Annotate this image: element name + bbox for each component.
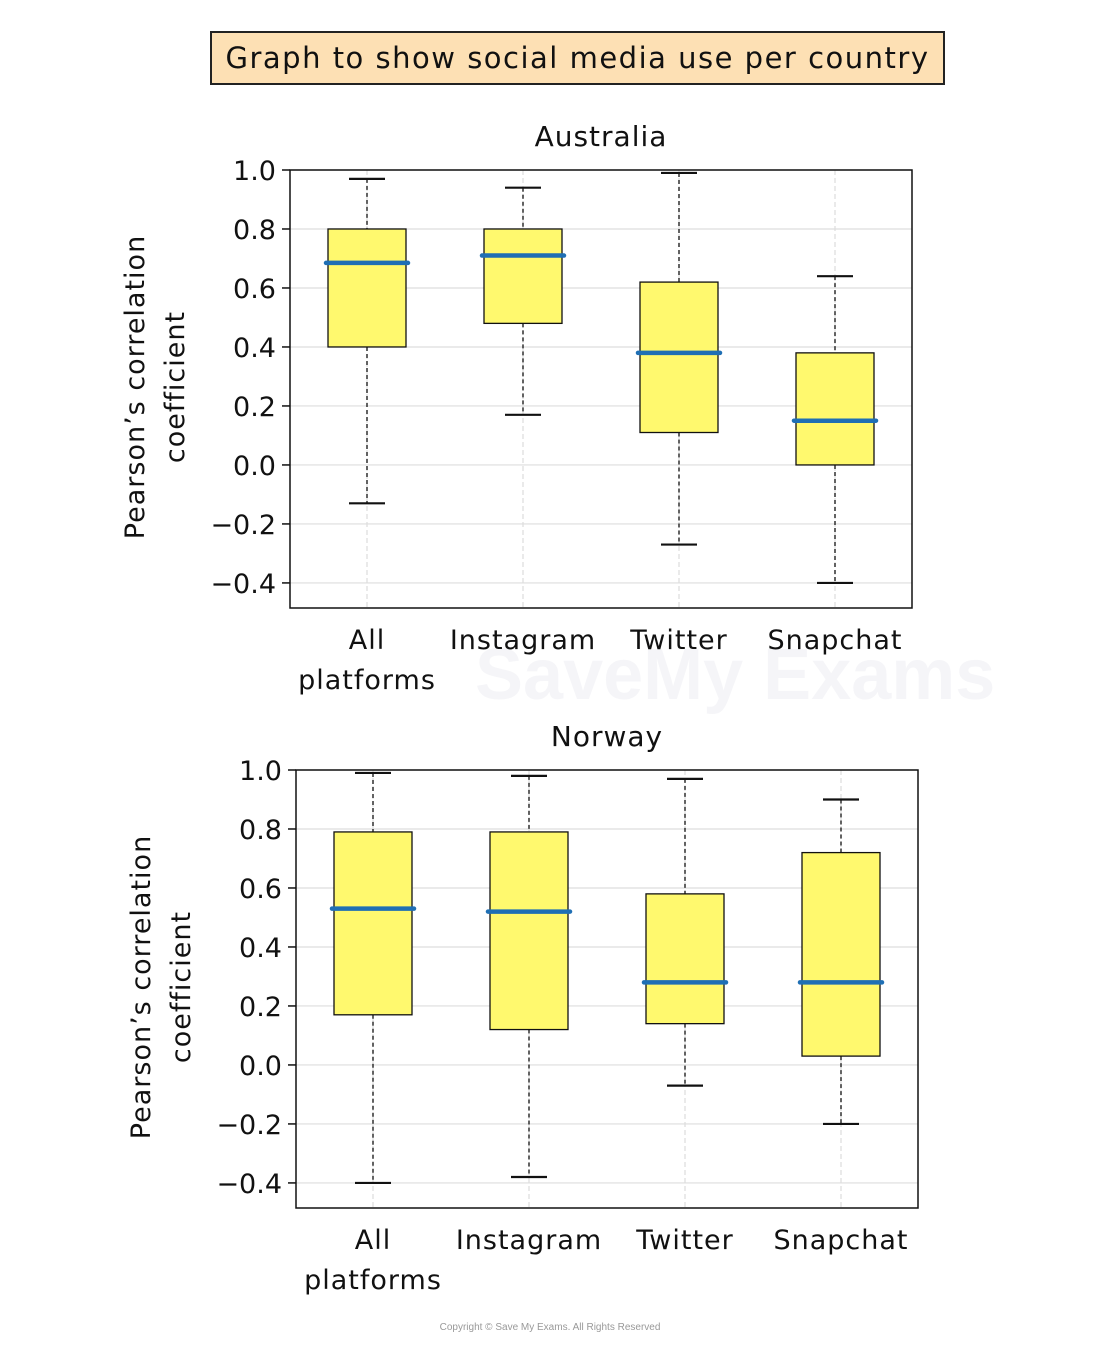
y-tick-label: −0.2 — [210, 510, 276, 541]
box-instagram — [485, 774, 573, 1179]
iqr-box — [645, 893, 725, 1025]
box-snapchat — [797, 798, 885, 1126]
iqr-box — [489, 831, 569, 1031]
x-tick-label: Snapchat — [773, 1225, 908, 1256]
iqr-box — [795, 352, 875, 466]
iqr-box — [333, 831, 413, 1016]
y-tick-label: 0.4 — [233, 333, 276, 364]
y-tick-label: 0.6 — [233, 274, 276, 305]
y-tick-label: 1.0 — [239, 756, 282, 787]
y-axis-label: Pearson’s correlation — [126, 835, 157, 1139]
x-tick-label: All — [349, 625, 385, 656]
x-tick-label: platforms — [304, 1265, 442, 1296]
y-tick-label: 0.4 — [239, 933, 282, 964]
y-tick-label: 1.0 — [233, 156, 276, 187]
x-tick-label: Instagram — [450, 625, 596, 656]
y-tick-label: −0.2 — [216, 1110, 282, 1141]
x-tick-label: Twitter — [635, 1225, 734, 1256]
box-instagram — [479, 186, 567, 416]
plot-frame — [295, 769, 919, 1209]
y-tick-label: 0.0 — [233, 451, 276, 482]
box-all-platforms — [329, 771, 417, 1185]
y-axis-label: coefficient — [160, 311, 191, 463]
x-tick-label: Instagram — [456, 1225, 602, 1256]
box-all-platforms — [323, 177, 411, 505]
box-twitter — [641, 777, 729, 1087]
iqr-box — [327, 228, 407, 348]
y-tick-label: 0.2 — [239, 992, 282, 1023]
y-tick-label: 0.6 — [239, 874, 282, 905]
chart-title: Australia — [535, 120, 668, 153]
y-tick-label: −0.4 — [216, 1169, 282, 1200]
copyright-text: Copyright © Save My Exams. All Rights Re… — [439, 1322, 661, 1333]
y-tick-label: 0.2 — [233, 392, 276, 423]
x-tick-label: All — [355, 1225, 391, 1256]
y-tick-label: 0.8 — [239, 815, 282, 846]
iqr-box — [483, 228, 563, 325]
x-tick-label: Twitter — [629, 625, 728, 656]
box-snapchat — [791, 275, 879, 585]
chart-title: Norway — [551, 720, 663, 753]
y-axis-label: coefficient — [166, 911, 197, 1063]
y-tick-label: 0.0 — [239, 1051, 282, 1082]
y-tick-label: 0.8 — [233, 215, 276, 246]
x-tick-label: Snapchat — [767, 625, 902, 656]
iqr-box — [801, 851, 881, 1057]
y-axis-label: Pearson’s correlation — [120, 235, 151, 539]
x-tick-label: platforms — [298, 665, 436, 696]
iqr-box — [639, 281, 719, 434]
plot-frame — [289, 169, 913, 609]
y-tick-label: −0.4 — [210, 569, 276, 600]
box-twitter — [635, 171, 723, 546]
graph-title: Graph to show social media use per count… — [210, 31, 945, 85]
